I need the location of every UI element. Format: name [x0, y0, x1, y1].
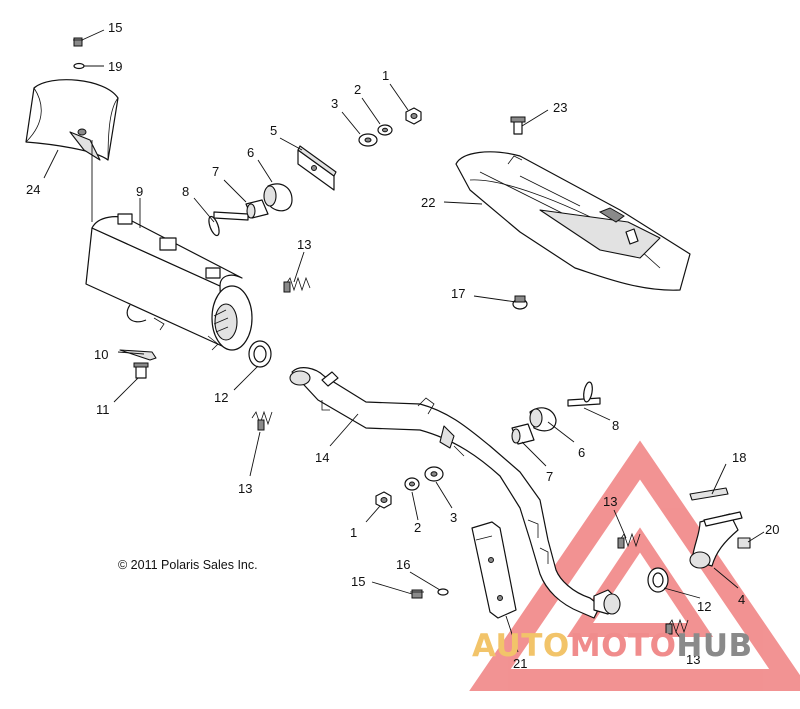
part-23-screw: [510, 116, 526, 135]
callout-2: 2: [354, 82, 361, 97]
part-8-bolt-left: [208, 211, 249, 237]
part-13-spring-middle: [251, 410, 273, 431]
part-15-bolt-top: [73, 37, 83, 47]
callout-12-right: 12: [697, 599, 711, 614]
part-12-gasket-right: [647, 567, 669, 593]
part-4-flange-elbow: [689, 511, 743, 569]
callout-13-middle: 13: [238, 481, 252, 496]
part-9-muffler: [85, 213, 253, 351]
callout-15-lower: 15: [351, 574, 365, 589]
callout-15: 15: [108, 20, 122, 35]
part-1-nut-top: [405, 107, 422, 125]
watermark-text: AUTOMOTOHUB: [472, 628, 753, 664]
callout-13-right-lower: 13: [686, 652, 700, 667]
part-21-bracket: [471, 521, 517, 619]
callout-9: 9: [136, 184, 143, 199]
callout-8: 8: [182, 184, 189, 199]
callout-7: 7: [212, 164, 219, 179]
part-6-grommet-left: [263, 183, 293, 212]
part-18-gasket-flange: [689, 487, 729, 501]
callout-3-lower: 3: [450, 510, 457, 525]
callout-22: 22: [421, 195, 435, 210]
callout-19: 19: [108, 59, 122, 74]
part-24-heat-shield-wrap: [25, 79, 119, 161]
callout-2-lower: 2: [414, 520, 421, 535]
callout-numbers: 15 19 24 9 8 7 6 5 3 2 1 23 22 17 13 10 …: [26, 20, 779, 671]
part-14-exhaust-pipe: [289, 367, 621, 619]
watermark-hub: HUB: [676, 628, 752, 664]
callout-5: 5: [270, 123, 277, 138]
callout-7-right: 7: [546, 469, 553, 484]
part-5-bracket: [297, 145, 337, 191]
part-22-heat-shield: [455, 151, 691, 291]
callout-3: 3: [331, 96, 338, 111]
part-12-gasket-left: [248, 340, 272, 368]
callout-12-left: 12: [214, 390, 228, 405]
callout-13-upper: 13: [297, 237, 311, 252]
part-16-washer-lower: [437, 588, 449, 596]
copyright-notice: © 2011 Polaris Sales Inc.: [118, 558, 258, 572]
watermark-auto: AUTO: [472, 628, 570, 664]
callout-11: 11: [96, 402, 110, 417]
callout-1: 1: [382, 68, 389, 83]
part-2-washer-top: [377, 124, 393, 136]
callout-23: 23: [553, 100, 567, 115]
part-1-nut-lower: [375, 491, 392, 509]
callout-20: 20: [765, 522, 779, 537]
part-19-washer-top: [73, 62, 85, 70]
part-3-washer-lower: [424, 466, 444, 482]
part-3-washer-top: [358, 133, 378, 147]
watermark-inner-triangle: [566, 527, 714, 637]
callout-8-right: 8: [612, 418, 619, 433]
callout-4: 4: [738, 592, 745, 607]
part-6-grommet-right: [529, 407, 557, 432]
callout-6-right: 6: [578, 445, 585, 460]
callout-6: 6: [247, 145, 254, 160]
callout-1-lower: 1: [350, 525, 357, 540]
part-7-spacer-right: [511, 423, 535, 445]
callout-18: 18: [732, 450, 746, 465]
part-7-spacer-left: [245, 199, 269, 219]
part-2-washer-lower: [404, 477, 420, 491]
part-11-drain-plug: [133, 362, 149, 379]
callout-10: 10: [94, 347, 108, 362]
watermark-moto: MOTO: [570, 628, 677, 664]
callout-21: 21: [513, 656, 527, 671]
leader-lines: [43, 29, 765, 653]
part-8-bolt-right: [567, 381, 601, 407]
part-20-clip: [737, 537, 751, 549]
watermark-logo: [469, 440, 800, 691]
part-13-spring-right-upper: [617, 532, 641, 549]
callout-17: 17: [451, 286, 465, 301]
part-15-bolt-lower: [410, 589, 424, 599]
watermark-triangle: [469, 440, 800, 691]
callout-16: 16: [396, 557, 410, 572]
part-13-spring-right-lower: [665, 618, 689, 635]
part-13-spring-upper: [283, 276, 311, 293]
callout-24: 24: [26, 182, 40, 197]
callout-13-right-upper: 13: [603, 494, 617, 509]
part-17-fastener: [512, 295, 528, 310]
callout-14: 14: [315, 450, 329, 465]
part-10-gasket-strip: [119, 349, 157, 361]
